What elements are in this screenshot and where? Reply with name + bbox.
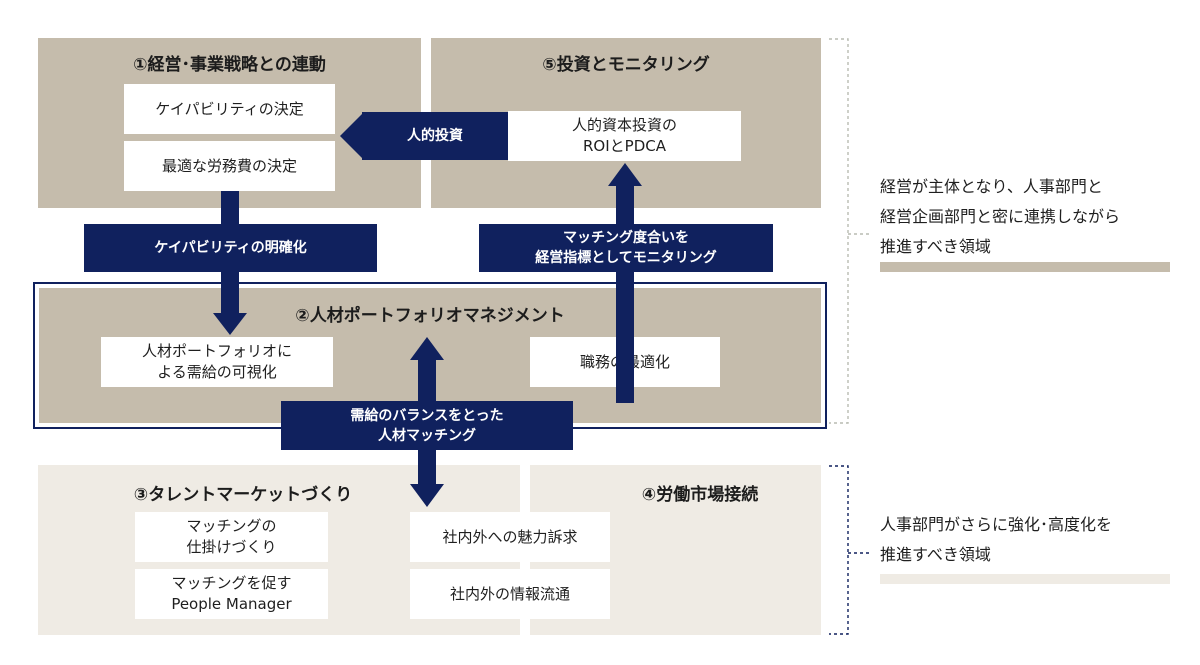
label-line: 経営指標としてモニタリング (535, 250, 717, 266)
label-balanced-matching: 需給のバランスをとった 人材マッチング (281, 401, 573, 450)
panel-portfolio-title: ②人材ポートフォリオマネジメント (295, 306, 565, 326)
panel-investment-title-wrap: ⑤投資とモニタリング (431, 50, 821, 75)
panel-labor-title: ④労働市場接続 (641, 485, 759, 505)
label-line: ケイパビリティの明確化 (154, 240, 307, 256)
box-line: 人材ポートフォリオに (141, 342, 292, 360)
side-line: 経営企画部門と密に連携しながら (880, 207, 1121, 226)
label-matching-monitoring: マッチング度合いを 経営指標としてモニタリング (479, 224, 773, 272)
panel-strategy-title: ①経営･事業戦略との連動 (133, 55, 326, 75)
side-text-lower: 人事部門がさらに強化･高度化を 推進すべき領域 (880, 510, 1112, 570)
arrow-left-investment (340, 114, 362, 158)
panel-labor-title-wrap: ④労働市場接続 (590, 480, 810, 505)
side-bar-lower (880, 574, 1170, 584)
side-line: 推進すべき領域 (880, 237, 991, 256)
box-line: People Manager (171, 595, 292, 613)
panel-strategy-title-wrap: ①経営･事業戦略との連動 (38, 50, 421, 75)
side-bar-upper (880, 262, 1170, 272)
panel-talent-title: ③タレントマーケットづくり (133, 485, 353, 505)
box-line: 仕掛けづくり (186, 538, 277, 556)
side-text-upper: 経営が主体となり、人事部門と 経営企画部門と密に連携しながら 推進すべき領域 (880, 172, 1120, 262)
box-line: マッチングの (186, 517, 277, 535)
side-line: 人事部門がさらに強化･高度化を (880, 515, 1113, 534)
label-human-investment: 人的投資 (362, 112, 508, 160)
box-labor-cost-decision: 最適な労務費の決定 (124, 141, 335, 191)
box-capability-decision: ケイパビリティの決定 (124, 84, 335, 134)
label-line: マッチング度合いを (563, 230, 689, 246)
side-line: 経営が主体となり、人事部門と (880, 177, 1103, 196)
panel-portfolio-title-wrap: ②人材ポートフォリオマネジメント (39, 301, 821, 326)
arrow-up-monitoring (608, 163, 642, 403)
box-line: よる需給の可視化 (157, 363, 277, 381)
box-line: 社内外の情報流通 (449, 584, 570, 603)
label-line: 人材マッチング (378, 427, 476, 444)
box-people-manager: マッチングを促す People Manager (135, 569, 328, 619)
side-line: 推進すべき領域 (880, 545, 991, 564)
panel-investment-title: ⑤投資とモニタリング (542, 55, 710, 75)
label-line: 人的投資 (407, 128, 463, 144)
box-line: ROIとPDCA (583, 137, 666, 155)
box-line: 人的資本投資の (571, 116, 677, 134)
box-information-distribution: 社内外の情報流通 (410, 569, 610, 619)
panel-talent-title-wrap: ③タレントマーケットづくり (38, 480, 448, 505)
label-line: 需給のバランスをとった (350, 407, 504, 424)
box-roi-pdca: 人的資本投資の ROIとPDCA (508, 111, 741, 161)
box-line: ケイパビリティの決定 (155, 99, 304, 118)
box-line: 社内外への魅力訴求 (442, 527, 578, 546)
box-line: 最適な労務費の決定 (161, 156, 297, 175)
box-supply-demand-visualization: 人材ポートフォリオに よる需給の可視化 (101, 337, 333, 387)
label-capability-clarification: ケイパビリティの明確化 (84, 224, 377, 272)
box-matching-mechanism: マッチングの 仕掛けづくり (135, 512, 328, 562)
box-line: マッチングを促す (171, 574, 292, 592)
bracket-lower (829, 465, 870, 635)
box-attractiveness-appeal: 社内外への魅力訴求 (410, 512, 610, 562)
bracket-upper (829, 38, 870, 424)
